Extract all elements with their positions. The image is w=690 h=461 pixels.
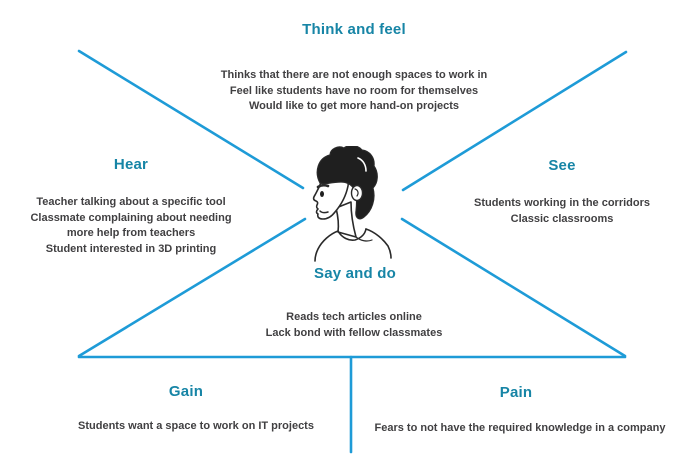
statement: Reads tech articles online	[286, 311, 422, 323]
statement: Students want a space to work on IT proj…	[78, 420, 314, 432]
section-body-see: Students working in the corridors Classi…	[447, 196, 677, 227]
section-title-pain: Pain	[499, 384, 533, 401]
divider-line-top-left	[77, 49, 305, 190]
section-body-gain: Students want a space to work on IT proj…	[46, 419, 346, 435]
section-title-see: See	[548, 157, 576, 174]
statement: Lack bond with fellow classmates	[265, 326, 443, 339]
statement: Classmate complaining about needing more…	[30, 211, 232, 240]
divider-line-bottom-left	[77, 217, 307, 358]
section-title-say-and-do: Say and do	[313, 265, 397, 282]
section-body-say-and-do: Reads tech articles online Lack bond wit…	[214, 310, 494, 341]
section-title-gain: Gain	[168, 383, 204, 400]
statement: Classic classrooms	[510, 212, 614, 225]
statement: Student interested in 3D printing	[45, 242, 217, 255]
statement: Students working in the corridors	[473, 197, 651, 209]
statement: Would like to get more hand-on projects	[248, 100, 460, 112]
section-body-think-and-feel: Thinks that there are not enough spaces …	[184, 68, 524, 115]
divider-line-bottom-right	[400, 217, 627, 358]
divider-line-top-right	[401, 50, 628, 192]
section-body-hear: Teacher talking about a specific tool Cl…	[17, 195, 245, 257]
statement: Feel like students have no room for them…	[229, 84, 479, 97]
statement: Fears to not have the required knowledge…	[374, 422, 666, 434]
section-title-hear: Hear	[113, 156, 149, 173]
section-title-think-and-feel: Think and feel	[302, 21, 406, 38]
section-body-pain: Fears to not have the required knowledge…	[360, 421, 680, 437]
person-profile-illustration	[312, 146, 392, 262]
statement: Thinks that there are not enough spaces …	[220, 69, 488, 81]
statement: Teacher talking about a specific tool	[36, 196, 226, 208]
